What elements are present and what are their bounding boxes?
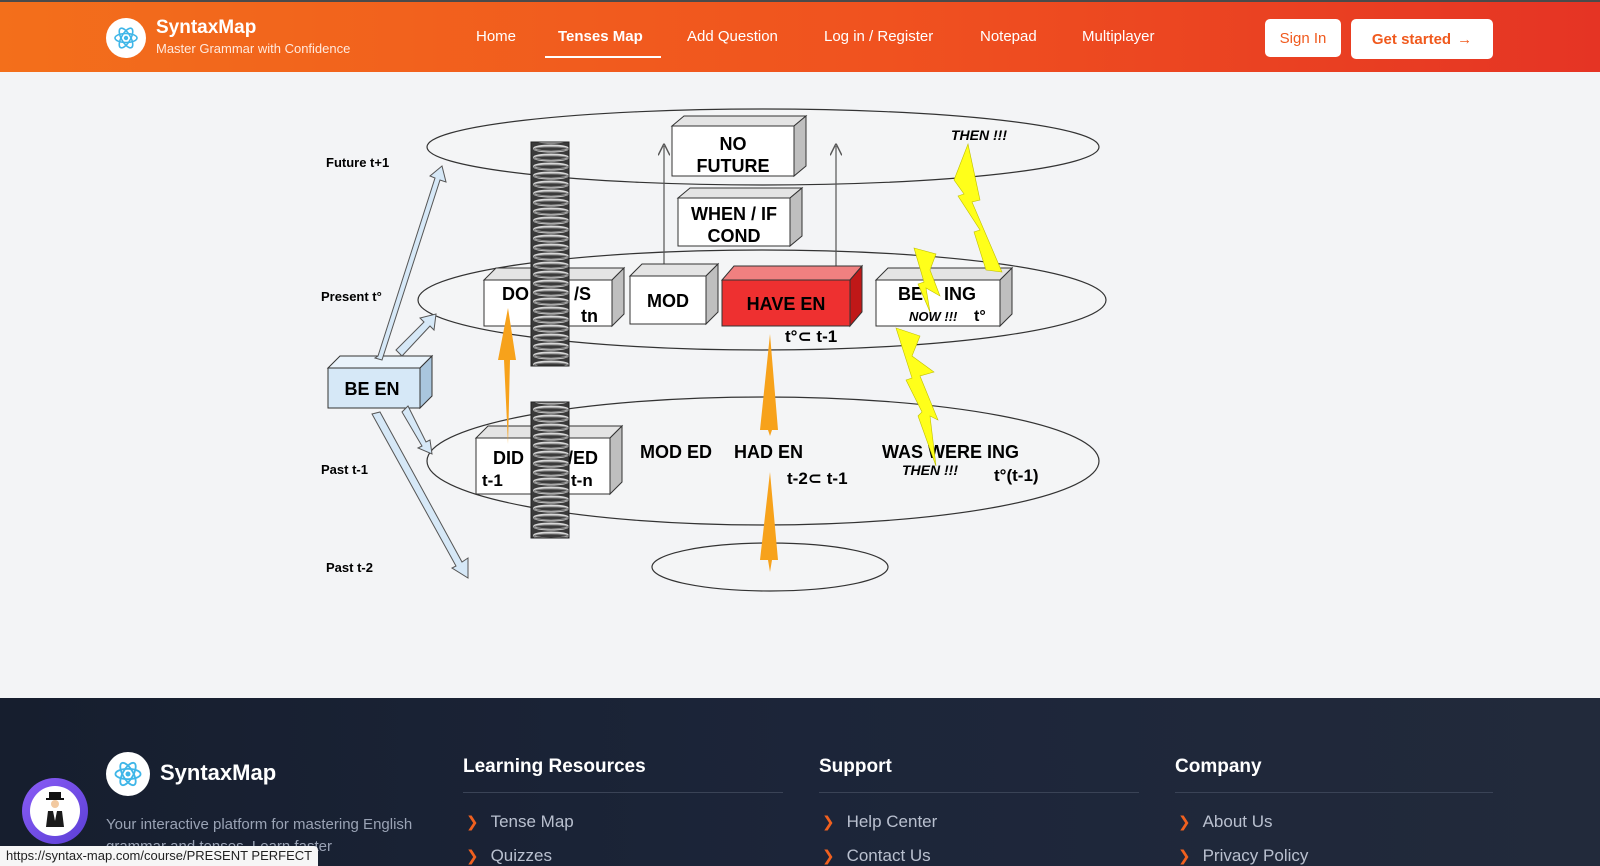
orange-arrow-past2-had: [760, 472, 778, 572]
footer-link-about-us[interactable]: ❯ About Us: [1178, 812, 1273, 832]
when-if-cond-box[interactable]: WHEN / IF COND: [676, 186, 804, 248]
footer-divider: [463, 792, 783, 793]
have-en-box[interactable]: HAVE EN: [720, 264, 864, 328]
nav-add-question[interactable]: Add Question: [687, 28, 778, 45]
tenses-map-diagram: Future t+1 Present t° Past t-1 Past t-2 …: [321, 108, 1107, 592]
atom-logo-icon[interactable]: [106, 752, 150, 796]
did-label: DID: [493, 448, 524, 468]
be-en-box[interactable]: BE EN: [326, 354, 434, 410]
tn-label: tn: [581, 306, 598, 326]
footer-link-label: Privacy Policy: [1202, 846, 1309, 865]
chevron-right-icon: ❯: [822, 814, 835, 831]
lightning-bolt-present-top: [913, 247, 941, 313]
no-future-line2: FUTURE: [697, 156, 770, 176]
chevron-right-icon: ❯: [1178, 814, 1191, 831]
when-if-line1: WHEN / IF: [691, 204, 777, 224]
do-label: DO: [502, 284, 529, 304]
then-top-label: THEN !!!: [951, 127, 1007, 143]
then-bottom-label: THEN !!!: [902, 462, 958, 478]
be-en-arrow-present: [395, 313, 437, 357]
footer-brand-name: SyntaxMap: [160, 760, 277, 785]
nav-tenses-map[interactable]: Tenses Map: [558, 28, 643, 45]
chevron-right-icon: ❯: [466, 814, 479, 831]
brand-tagline: Master Grammar with Confidence: [156, 41, 351, 56]
when-if-line2: COND: [708, 226, 761, 246]
footer-link-label: Contact Us: [846, 846, 931, 865]
footer-link-label: Tense Map: [490, 812, 574, 831]
coil-spring-upper: [530, 141, 570, 367]
arrow-right-icon: →: [1457, 30, 1473, 48]
sign-in-button[interactable]: Sign In: [1265, 19, 1341, 57]
avatar: [30, 786, 80, 836]
footer-company-title: Company: [1175, 756, 1262, 777]
orange-arrow-had-have: [760, 334, 778, 436]
footer-learning-title: Learning Resources: [463, 756, 646, 777]
be-en-arrow-past2: [371, 411, 469, 579]
footer-link-contact-us[interactable]: ❯ Contact Us: [822, 846, 931, 866]
person-icon: [46, 792, 64, 827]
be-en-arrow-future: [373, 165, 447, 361]
footer: SyntaxMap Your interactive platform for …: [0, 698, 1600, 866]
mod-ed-label: MOD ED: [640, 442, 712, 462]
have-en-time-label: t°⊂ t-1: [785, 327, 837, 346]
be-en-label: BE EN: [344, 379, 399, 399]
mod-label: MOD: [647, 291, 689, 311]
brand-name[interactable]: SyntaxMap: [156, 17, 257, 38]
nav-login-register[interactable]: Log in / Register: [824, 28, 934, 45]
top-navbar: SyntaxMap Master Grammar with Confidence…: [0, 0, 1600, 72]
past-cont-time-label: t°(t-1): [994, 466, 1039, 485]
footer-link-label: Quizzes: [490, 846, 552, 865]
footer-link-tense-map[interactable]: ❯ Tense Map: [466, 812, 574, 832]
was-were-ing-label: WAS WERE ING: [882, 442, 1019, 462]
lightning-bolt-past: [895, 327, 939, 467]
t-minus-1-label: t-1: [482, 471, 503, 490]
no-future-box[interactable]: NO FUTURE: [670, 114, 808, 178]
footer-link-quizzes[interactable]: ❯ Quizzes: [466, 846, 552, 866]
have-en-label: HAVE EN: [747, 294, 826, 314]
be-en-arrow-past1: [401, 405, 433, 455]
atom-logo-icon[interactable]: [106, 18, 146, 58]
nav-notepad[interactable]: Notepad: [980, 28, 1037, 45]
t0-label: t°: [974, 308, 986, 325]
orange-arrow-did-do: [498, 308, 516, 444]
present-level-label: Present t°: [321, 289, 382, 304]
s-label: /S: [574, 284, 591, 304]
past1-level-label: Past t-1: [321, 462, 368, 477]
be-ing-box[interactable]: BE ING NOW !!! t°: [874, 266, 1014, 328]
footer-link-help-center[interactable]: ❯ Help Center: [822, 812, 937, 832]
t-n-label: t-n: [571, 471, 593, 490]
footer-link-label: About Us: [1202, 812, 1273, 831]
chevron-right-icon: ❯: [822, 848, 835, 865]
nav-home[interactable]: Home: [476, 28, 517, 45]
footer-divider: [1175, 792, 1493, 793]
get-started-button[interactable]: Get started →: [1351, 19, 1493, 59]
nav-multiplayer[interactable]: Multiplayer: [1082, 28, 1155, 45]
be-label: BE: [898, 284, 923, 304]
lightning-bolt-future: [953, 142, 1003, 273]
no-future-line1: NO: [720, 134, 747, 154]
footer-link-privacy-policy[interactable]: ❯ Privacy Policy: [1178, 846, 1308, 866]
active-nav-underline: [545, 56, 661, 58]
chevron-right-icon: ❯: [1178, 848, 1191, 865]
had-en-label: HAD EN: [734, 442, 803, 462]
had-en-time-label: t-2⊂ t-1: [787, 469, 848, 488]
ing-label: ING: [944, 284, 976, 304]
coil-spring-lower: [530, 401, 570, 539]
now-label: NOW !!!: [909, 309, 958, 324]
past2-level-label: Past t-2: [326, 560, 373, 575]
future-level-label: Future t+1: [326, 155, 389, 170]
status-bar-url: https://syntax-map.com/course/PRESENT PE…: [0, 846, 319, 866]
ed-label: /ED: [568, 448, 598, 468]
footer-support-title: Support: [819, 756, 892, 777]
get-started-label: Get started: [1371, 30, 1452, 48]
footer-link-label: Help Center: [846, 812, 938, 831]
chevron-right-icon: ❯: [466, 848, 479, 865]
assistant-avatar-button[interactable]: [22, 778, 88, 844]
footer-divider: [819, 792, 1139, 793]
mod-box[interactable]: MOD: [628, 262, 720, 326]
